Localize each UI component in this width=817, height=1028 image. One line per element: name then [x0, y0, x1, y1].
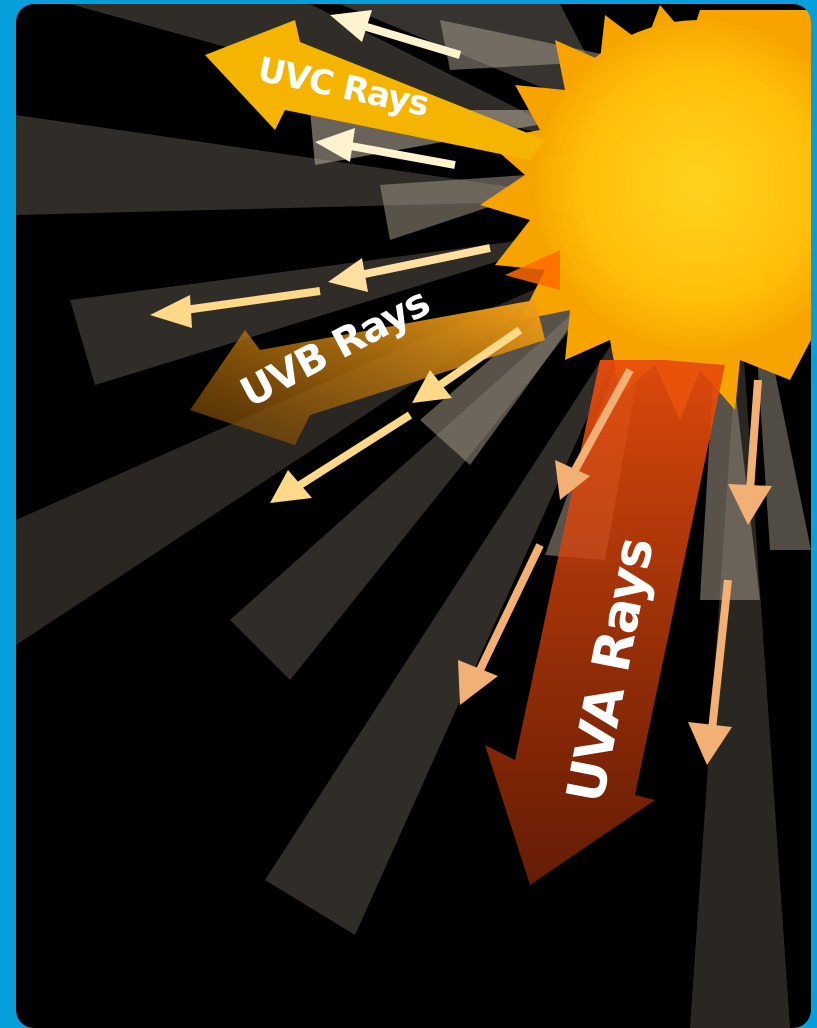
beam — [265, 300, 640, 935]
small-arrow — [270, 411, 413, 503]
sun — [480, 5, 811, 420]
small-arrow — [728, 379, 772, 525]
small-arrow — [330, 10, 462, 59]
sun-rays-diagram: UVA Rays UVB Rays UVC Rays — [16, 4, 811, 1028]
small-arrow — [328, 244, 491, 292]
small-arrow — [412, 326, 523, 403]
sun-disc — [535, 20, 811, 350]
uva-arrow: UVA Rays — [485, 360, 725, 885]
small-arrow — [688, 579, 732, 765]
beam — [70, 230, 600, 385]
small-arrow — [315, 128, 456, 169]
small-arrow — [150, 287, 321, 328]
diagram-frame: UVA Rays UVB Rays UVC Rays — [16, 4, 811, 1028]
small-arrow — [458, 543, 544, 705]
sun-flare — [505, 250, 560, 290]
small-arrows — [150, 10, 772, 765]
beam — [690, 300, 790, 1028]
small-arrow — [555, 368, 634, 500]
